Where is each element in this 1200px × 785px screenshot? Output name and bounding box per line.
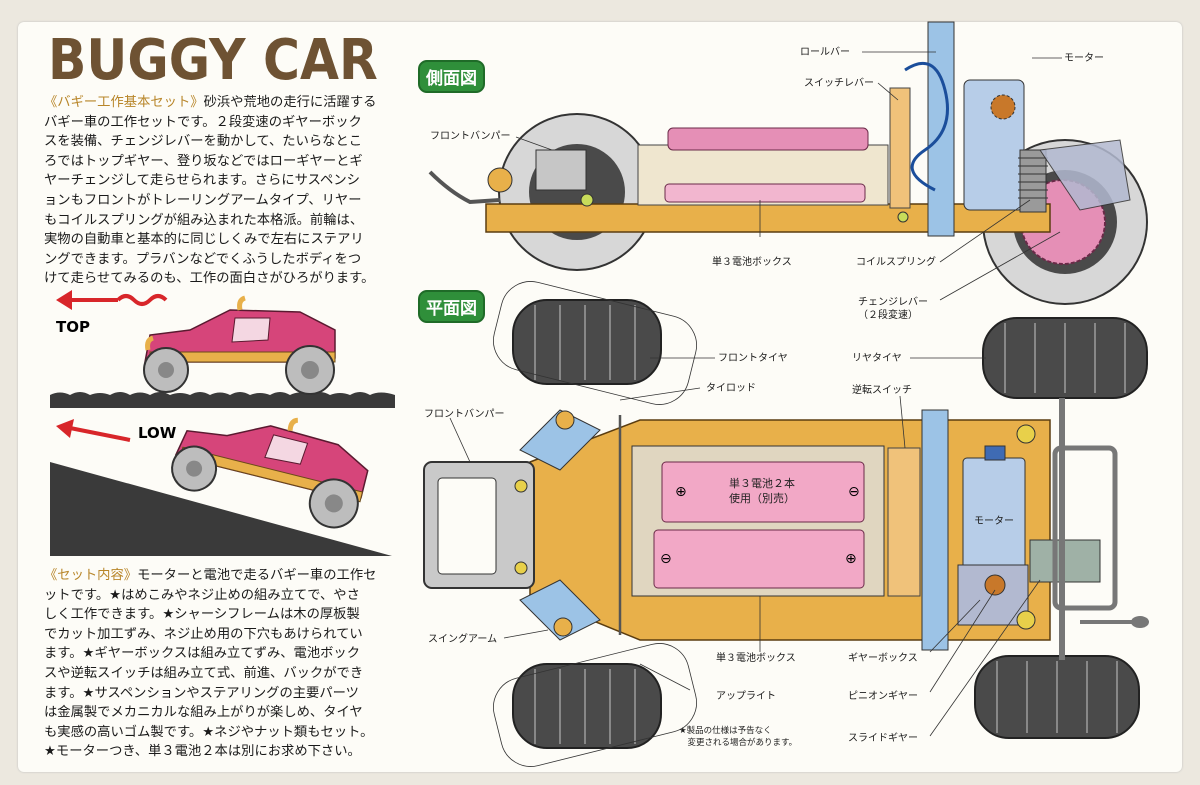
contents-paragraph: 《セット内容》モーターと電池で走るバギー車の工作セ ットです。★はめこみやネジ止… bbox=[44, 566, 376, 762]
label-slide-gear: スライドギヤー bbox=[848, 733, 918, 744]
contents-line-0: モーターと電池で走るバギー車の工作セ bbox=[137, 568, 377, 583]
intro-line-0: 砂浜や荒地の走行に活躍する bbox=[203, 95, 377, 110]
contents-line-7: は金属製でメカニカルな組み上がりが楽しめ、タイヤ bbox=[44, 705, 363, 721]
intro-line-1: バギー車の工作セットです。２段変速のギヤーボック bbox=[44, 114, 362, 130]
svg-text:⊕: ⊕ bbox=[845, 551, 857, 567]
intro-line-2: スを装備、チェンジレバーを動かして、たいらなとこ bbox=[44, 134, 363, 150]
contents-line-2: しく工作できます。★シャーシフレームは木の厚板製 bbox=[44, 607, 360, 623]
top-gear-label: TOP bbox=[56, 318, 90, 336]
label-front-tire: フロントタイヤ bbox=[718, 353, 788, 364]
intro-line-8: ングできます。プラバンなどでくふうしたボディをつ bbox=[44, 251, 362, 267]
buggy-flat-car bbox=[143, 295, 336, 395]
contents-line-5: スや逆転スイッチは組み立て式、前進、バックができ bbox=[44, 665, 364, 681]
plan-leader-lines bbox=[449, 357, 1041, 737]
spec-footnote: ★製品の仕様は予告なく 変更される場合があります。 bbox=[679, 726, 798, 748]
plan-reverse-switch bbox=[887, 447, 921, 597]
label-change-lever: チェンジレバー （２段変速） bbox=[858, 297, 928, 321]
intro-line-4: ヤーチェンジして走らせられます。さらにサスペンシ bbox=[44, 173, 360, 189]
label-side-battery-box: 単３電池ボックス bbox=[712, 257, 792, 268]
intro-line-6: もコイルスプリングが組み込まれた本格派。前輪は、 bbox=[44, 212, 364, 228]
label-swing-arm: スイングアーム bbox=[428, 634, 498, 645]
contents-line-4: ます。★ギヤーボックスは組み立てずみ、電池ボック bbox=[44, 646, 361, 662]
intro-line-3: ろではトップギヤー、登り坂などではローギヤーとギ bbox=[44, 153, 363, 169]
plan-front-tire-bottom bbox=[512, 663, 662, 749]
contents-line-9: ★モーターつき、単３電池２本は別にお求め下さい。 bbox=[44, 744, 361, 760]
intro-line-5: ョンもフロントがトレーリングアームタイプ、リヤー bbox=[44, 192, 362, 208]
plan-front-tire-top bbox=[512, 299, 662, 385]
contents-line-3: でカット加工ずみ、ネジ止め用の下穴もあけられてい bbox=[44, 626, 363, 642]
low-arrow-icon bbox=[69, 426, 131, 442]
page-title: BUGGY CAR bbox=[48, 28, 378, 93]
side-roll-bar bbox=[927, 21, 955, 237]
battery-note: 単３電池２本 使用（別売） bbox=[729, 477, 795, 505]
rough-ground bbox=[50, 395, 395, 408]
contents-line-6: ます。★サスペンションやステアリングの主要パーツ bbox=[44, 685, 359, 701]
plan-view-diagram: ⊕ ⊖ ⊖ ⊕ bbox=[423, 281, 1149, 767]
label-reverse-switch: 逆転スイッチ bbox=[852, 385, 912, 396]
svg-text:⊖: ⊖ bbox=[848, 484, 860, 500]
label-plan-motor: モーター bbox=[974, 516, 1014, 527]
side-chassis bbox=[485, 203, 1051, 233]
side-front-bumper bbox=[428, 170, 501, 205]
intro-line-9: けて走らせてみるのも、工作の面白さがひろがります。 bbox=[44, 271, 375, 287]
contents-line-1: ットです。★はめこみやネジ止めの組み立てで、やさ bbox=[44, 587, 360, 603]
slope-ground bbox=[50, 462, 392, 556]
label-coil-spring: コイルスプリング bbox=[856, 257, 936, 268]
svg-text:⊖: ⊖ bbox=[660, 551, 672, 567]
intro-lead: 《バギー工作基本セット》 bbox=[44, 95, 204, 110]
contents-line-8: も実感の高いゴム製です。★ネジやナット類もセット。 bbox=[44, 724, 374, 740]
plan-motor bbox=[962, 457, 1026, 571]
label-gearbox: ギヤーボックス bbox=[848, 653, 918, 664]
label-roll-bar: ロールバー bbox=[800, 47, 850, 58]
side-view-diagram bbox=[428, 21, 1148, 305]
label-switch-lever: スイッチレバー bbox=[804, 78, 874, 89]
label-pinion-gear: ピニオンギヤー bbox=[848, 691, 918, 702]
label-plan-front-bumper: フロントバンパー bbox=[424, 409, 505, 420]
low-gear-label: LOW bbox=[138, 424, 177, 442]
label-side-front-bumper: フロントバンパー bbox=[430, 131, 511, 142]
buggy-climbing-car bbox=[171, 417, 369, 529]
contents-lead: 《セット内容》 bbox=[44, 568, 138, 583]
label-upright: アップライト bbox=[716, 691, 776, 702]
top-arrow-icon bbox=[116, 294, 168, 306]
side-leader-lines bbox=[515, 51, 1062, 301]
label-tie-rod: タイロッド bbox=[706, 383, 756, 394]
label-side-motor: モーター bbox=[1064, 53, 1104, 64]
intro-line-7: 実物の自動車と基本的に同じしくみで左右にステアリ bbox=[44, 232, 364, 248]
top-gear-illustration bbox=[50, 290, 395, 556]
label-plan-battery-box: 単３電池ボックス bbox=[716, 653, 796, 664]
side-view-heading: 側面図 bbox=[418, 60, 485, 93]
intro-paragraph: 《バギー工作基本セット》砂浜や荒地の走行に活躍する バギー車の工作セットです。２… bbox=[44, 93, 376, 289]
label-rear-tire: リヤタイヤ bbox=[852, 353, 902, 364]
plan-view-heading: 平面図 bbox=[418, 290, 485, 323]
svg-text:⊕: ⊕ bbox=[675, 484, 687, 500]
